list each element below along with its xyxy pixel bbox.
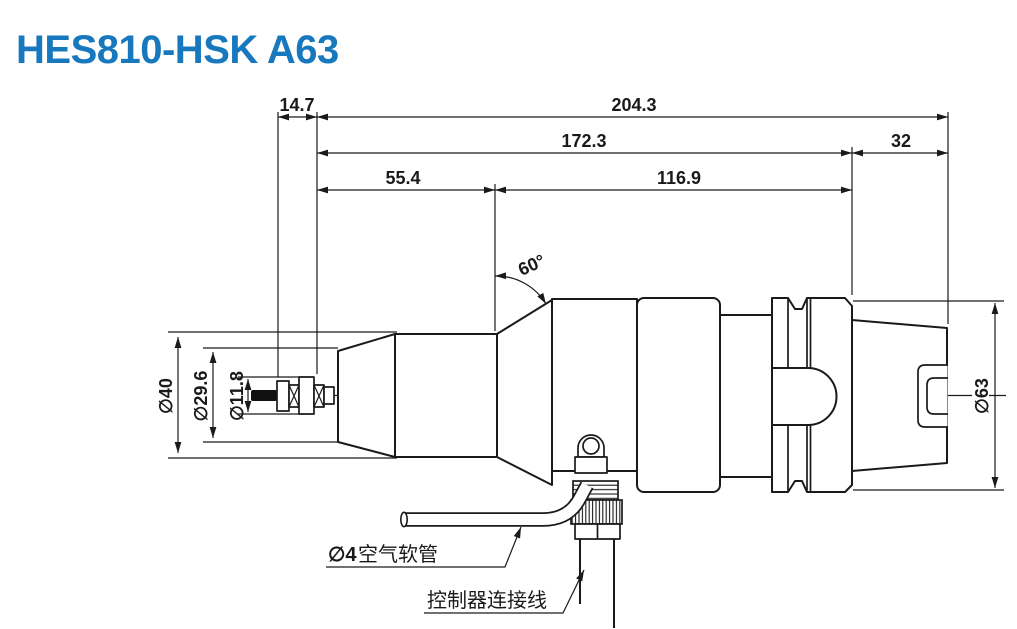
- tool-shank: [251, 390, 277, 401]
- collet-ring-1: [276, 380, 290, 412]
- neck: [719, 314, 773, 478]
- air-hose-body: [404, 482, 592, 525]
- dim-label-172-3: 172.3: [561, 131, 606, 151]
- air-fitting-eye: [582, 437, 600, 455]
- callout-controller-cable: 控制器连接线: [424, 569, 585, 614]
- hsk-taper-shank: [851, 319, 948, 472]
- collet-assembly: [251, 376, 335, 415]
- rear-body: [636, 297, 721, 493]
- dim-label-204-3: 204.3: [611, 95, 656, 115]
- dimension-172-3: 172.3: [317, 131, 852, 157]
- collet-nut: [298, 376, 315, 415]
- dim-label-14-7: 14.7: [279, 95, 314, 115]
- air-hose-label: 空气软管: [358, 543, 438, 566]
- dimension-dia-40: ∅40: [156, 337, 182, 453]
- dim-label-dia118: ∅11.8: [227, 371, 247, 421]
- nose-cylinder: [394, 333, 498, 458]
- spindle-body: [337, 297, 948, 493]
- dimension-32: 32: [852, 131, 948, 157]
- dimension-dia-11-8: ∅11.8: [227, 371, 252, 421]
- dim-label-116-9: 116.9: [657, 168, 701, 188]
- hsk-slot-inner: [926, 377, 948, 415]
- dim-label-dia40: ∅40: [156, 378, 176, 414]
- dimension-14-7: 14.7: [278, 95, 317, 121]
- body-cone-60deg: [496, 299, 553, 486]
- dim-label-dia296: ∅29.6: [191, 371, 211, 422]
- controller-cable-leader: [424, 569, 585, 614]
- bearing-cross-2: [313, 384, 325, 408]
- callout-air-hose: ∅4 空气软管: [326, 526, 522, 568]
- page-title: HES810-HSK A63: [16, 28, 339, 72]
- air-hose-symbol: ∅4: [328, 544, 357, 566]
- dimension-angle-60: 60°: [494, 250, 548, 305]
- nose-front-cone: [337, 333, 396, 458]
- dim-label-32: 32: [891, 131, 911, 151]
- dim-label-55-4: 55.4: [385, 168, 420, 188]
- controller-cable-label: 控制器连接线: [427, 589, 547, 612]
- dimension-55-4: 55.4: [317, 168, 495, 194]
- dimension-dia-29-6: ∅29.6: [191, 352, 217, 438]
- bearing-cross-1: [288, 384, 300, 408]
- air-hose-leader: [326, 526, 522, 568]
- dim-label-60: 60°: [515, 250, 548, 279]
- air-fitting-base: [574, 456, 608, 474]
- bearing-symbol-2: [313, 384, 325, 408]
- collet-ring-2: [323, 386, 335, 405]
- drive-boss: [771, 367, 838, 426]
- dimension-116-9: 116.9: [495, 168, 852, 194]
- bearing-symbol-1: [288, 384, 300, 408]
- air-hose-end-cap: [399, 511, 408, 528]
- extension-lines: [168, 112, 1004, 491]
- air-hose: [399, 481, 594, 528]
- dimension-204-3: 204.3: [317, 95, 948, 121]
- dim-arc-60: [494, 272, 547, 305]
